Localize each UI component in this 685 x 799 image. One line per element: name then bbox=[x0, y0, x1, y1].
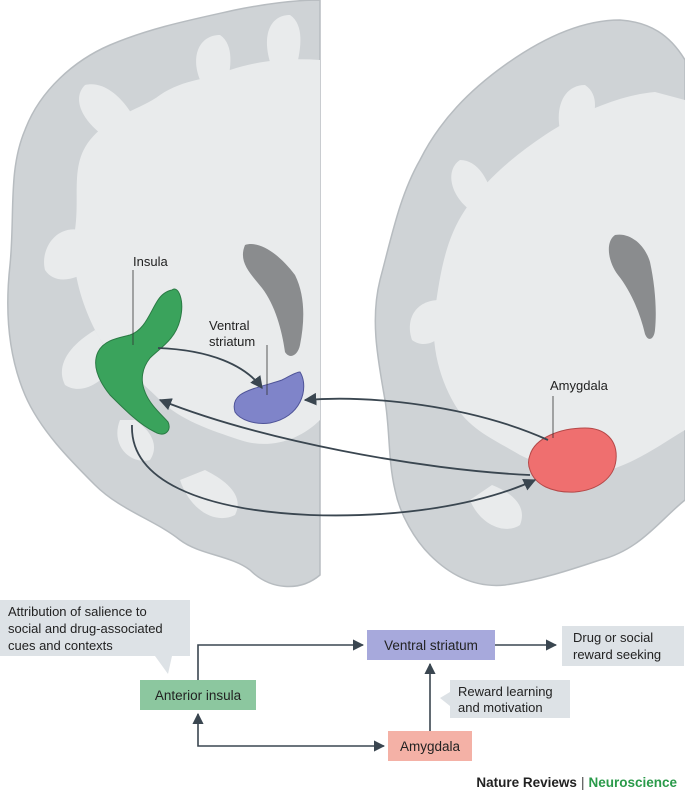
left-gyrus bbox=[79, 84, 135, 140]
drug-social-note bbox=[562, 626, 684, 666]
salience-note: Attribution of salience to social and dr… bbox=[0, 600, 190, 674]
left-gyrus bbox=[196, 35, 231, 80]
label-amygdala: Amygdala bbox=[550, 378, 609, 393]
arrow-insula-to-striatum bbox=[157, 347, 263, 390]
anterior-insula-label: Anterior insula bbox=[155, 688, 242, 703]
right-white-matter bbox=[433, 92, 685, 475]
drug-social-line-2: reward seeking bbox=[573, 647, 661, 662]
right-brain-section bbox=[374, 19, 685, 587]
right-gyrus bbox=[558, 85, 595, 130]
right-gyrus bbox=[470, 485, 522, 529]
label-ventral-striatum-1: Ventral bbox=[209, 318, 250, 333]
left-gyrus bbox=[117, 420, 155, 461]
salience-line-2: social and drug-associated bbox=[8, 621, 163, 636]
amygdala-box bbox=[388, 731, 472, 761]
publisher-name: Nature Reviews bbox=[476, 775, 577, 790]
arrow-insula-to-amygdala bbox=[131, 424, 537, 517]
left-ventricle bbox=[242, 244, 304, 356]
ventral-striatum-box bbox=[367, 630, 495, 660]
salience-line-1: Attribution of salience to bbox=[8, 604, 147, 619]
drug-social-line-1: Drug or social bbox=[573, 630, 653, 645]
insula-region bbox=[95, 288, 183, 435]
arrow-amygdala-to-striatum bbox=[303, 392, 549, 441]
right-gyrus bbox=[409, 300, 450, 345]
flow-arrow-insula-to-striatum bbox=[197, 639, 365, 680]
reward-line-2: and motivation bbox=[458, 700, 543, 715]
salience-line-3: cues and contexts bbox=[8, 638, 113, 653]
right-ventricle bbox=[608, 234, 656, 339]
amygdala-region bbox=[528, 427, 617, 493]
arrow-amygdala-to-insula bbox=[158, 398, 531, 476]
flow-arrow-insula-amygdala bbox=[192, 712, 386, 752]
reward-line-1: Reward learning bbox=[458, 684, 553, 699]
credit-separator: | bbox=[580, 775, 585, 790]
right-gyrus bbox=[451, 160, 492, 210]
amygdala-box-label: Amygdala bbox=[400, 739, 461, 754]
ventral-striatum-label: Ventral striatum bbox=[384, 638, 478, 653]
ventral-striatum-region bbox=[233, 371, 305, 424]
journal-credit: Nature Reviews|Neuroscience bbox=[476, 775, 677, 790]
reward-learning-note: Reward learning and motivation bbox=[440, 680, 570, 718]
left-gyrus bbox=[44, 229, 90, 280]
left-gyrus bbox=[266, 15, 301, 62]
label-insula: Insula bbox=[133, 254, 168, 269]
anterior-insula-box bbox=[140, 680, 256, 710]
journal-name: Neuroscience bbox=[588, 775, 677, 790]
left-gyrus bbox=[180, 470, 238, 519]
label-ventral-striatum-2: striatum bbox=[209, 334, 255, 349]
